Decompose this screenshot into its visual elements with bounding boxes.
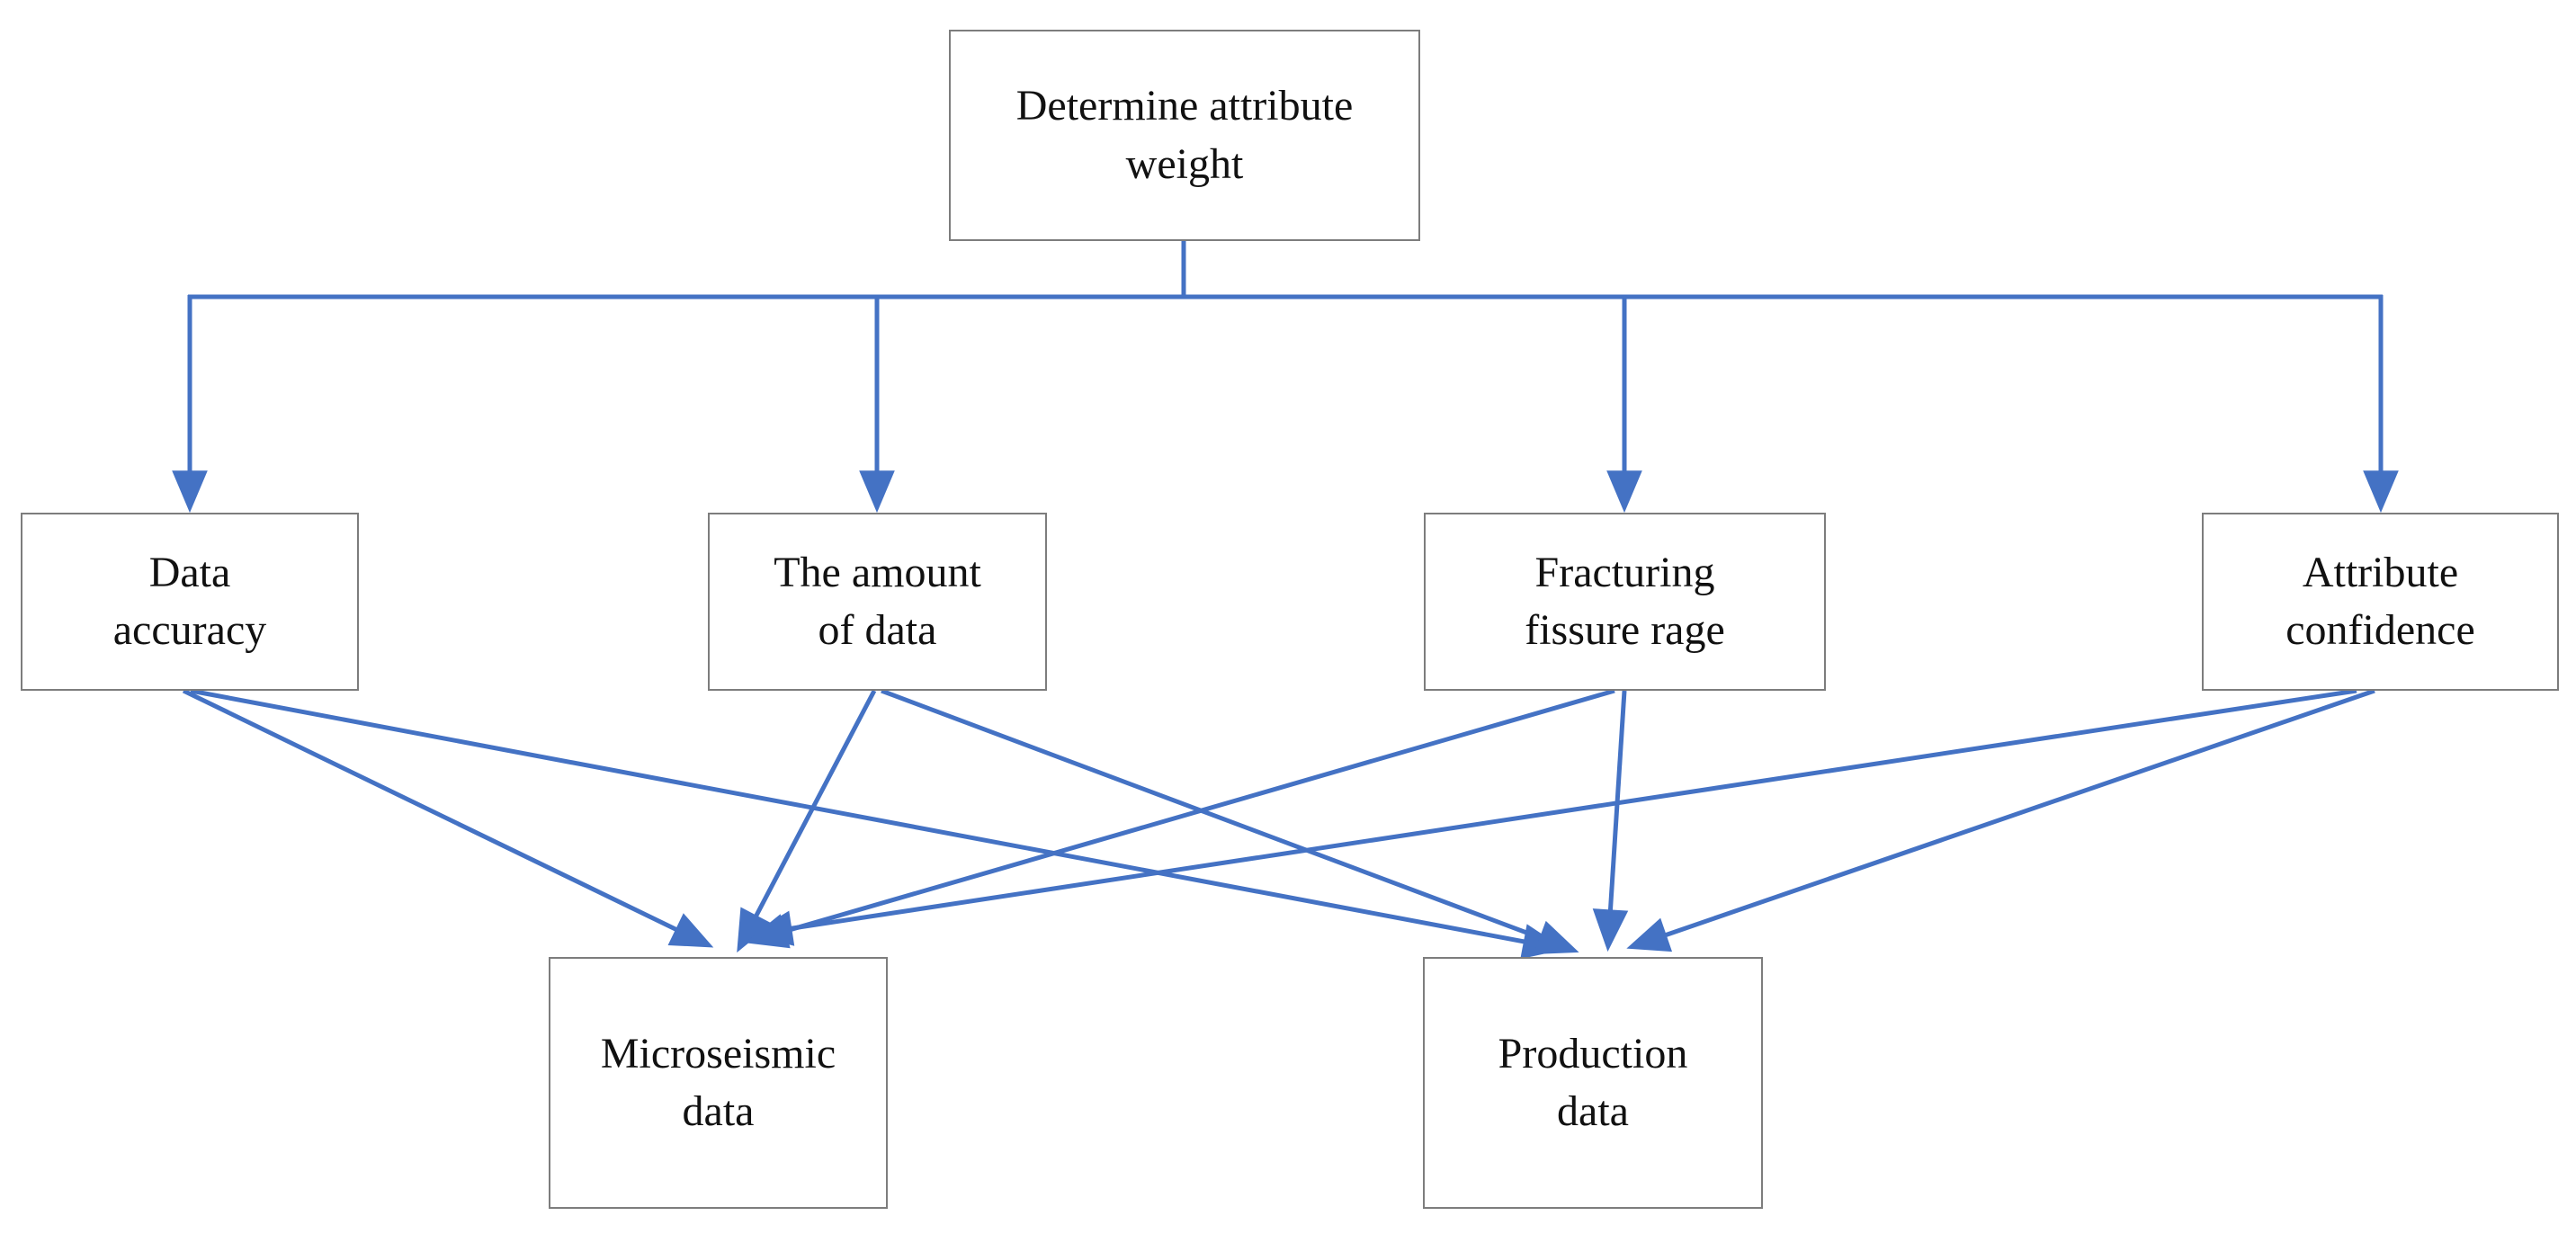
node-microseismic-data: Microseismic data bbox=[549, 957, 888, 1209]
node-label: Fracturing fissure rage bbox=[1525, 548, 1725, 654]
edge-data-accuracy-to-production-data bbox=[190, 688, 1565, 960]
node-data-accuracy: Data accuracy bbox=[21, 513, 359, 691]
node-the-amount-of-data: The amount of data bbox=[708, 513, 1047, 691]
edge-attribute-confidence-to-production-data bbox=[1626, 688, 2375, 952]
edge-attribute-confidence-to-microseismic-data bbox=[749, 688, 2357, 946]
node-production-data: Production data bbox=[1423, 957, 1763, 1209]
node-fracturing-fissure-rage: Fracturing fissure rage bbox=[1424, 513, 1826, 691]
edge-data-accuracy-to-microseismic-data bbox=[182, 688, 714, 948]
node-label: Attribute confidence bbox=[2285, 548, 2475, 654]
node-attribute-confidence: Attribute confidence bbox=[2202, 513, 2559, 691]
edge-the-amount-of-data-to-microseismic-data bbox=[737, 689, 877, 953]
edge-the-amount-of-data-to-production-data bbox=[881, 688, 1579, 954]
edge-fracturing-fissure-rage-to-production-data bbox=[1592, 690, 1629, 952]
node-label: Data accuracy bbox=[112, 548, 267, 654]
node-label: Production data bbox=[1498, 1029, 1688, 1135]
edge-trunk bbox=[188, 241, 2383, 300]
edge-fracturing-fissure-rage-to-microseismic-data bbox=[745, 688, 1615, 949]
node-label: The amount of data bbox=[774, 548, 981, 654]
node-label: Determine attribute weight bbox=[1015, 82, 1354, 188]
node-label: Microseismic data bbox=[600, 1029, 836, 1135]
node-determine-attribute-weight: Determine attribute weight bbox=[949, 30, 1420, 241]
